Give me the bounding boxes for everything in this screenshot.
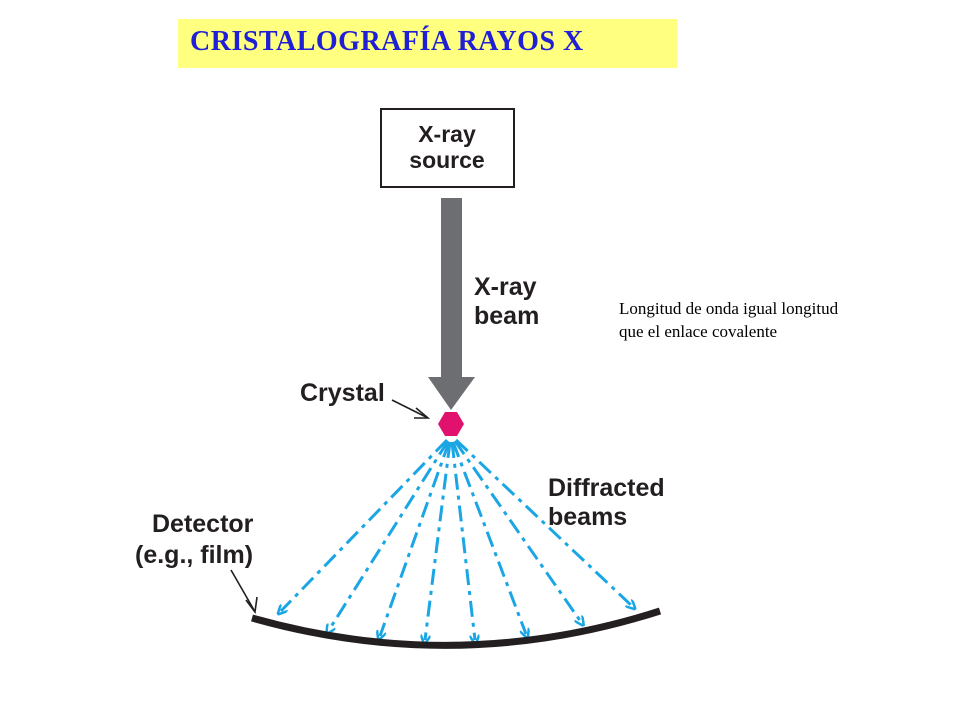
page-title: CRISTALOGRAFÍA RAYOS X [190,26,584,57]
diffracted-beam [380,441,451,636]
detector-film [251,607,662,649]
crystal-pointer [391,399,427,418]
diffracted-beam [425,441,452,640]
xray-source-box [380,108,515,188]
detector-pointer [230,569,255,611]
note-line-2: que el enlace covalente [619,322,778,341]
wavelength-note: Longitud de onda igual longitud que el e… [619,297,919,343]
beam-label-line-1: X-ray [474,273,537,301]
crystal-label: Crystal [300,379,385,407]
diffracted-beam [281,438,449,611]
xray-beam-shaft [441,198,462,378]
xray-beam-arrowhead [428,377,475,410]
title-banner: CRISTALOGRAFÍA RAYOS X [178,19,677,68]
source-label-line-2: source [409,147,484,173]
diffracted-beam [450,441,475,640]
diffracted-beams [281,438,632,640]
source-label-line-1: X-ray [418,121,476,147]
detector-label-line-2: (e.g., film) [135,541,253,569]
detector-label-line-1: Detector [152,510,254,538]
crystal-hexagon [438,412,464,436]
diffracted-beam [451,441,526,634]
beam-label-line-2: beam [474,302,539,330]
diffracted-label-line-2: beams [548,503,627,531]
diffracted-beam [454,438,632,606]
diffracted-beam [453,440,581,622]
note-line-1: Longitud de onda igual longitud [619,299,839,318]
diffracted-beam [329,440,450,630]
crystal-pointer-head [414,407,431,419]
diffracted-label-line-1: Diffracted [548,474,665,502]
detector-pointer-head [245,596,258,615]
